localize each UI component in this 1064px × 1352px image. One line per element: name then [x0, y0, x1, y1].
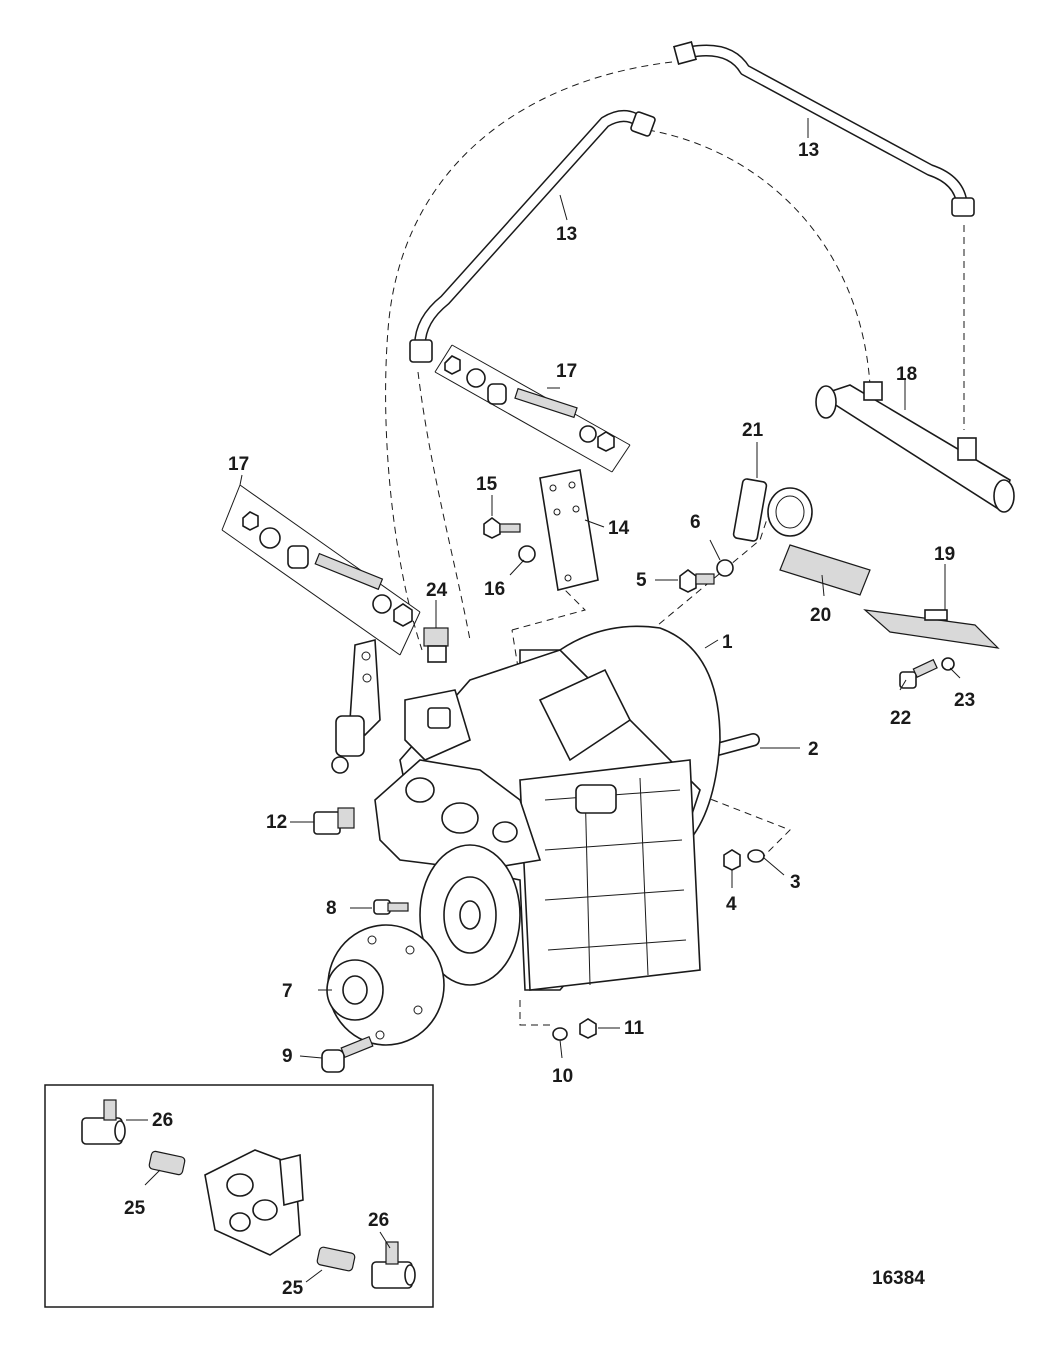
sensor-20 [779, 544, 871, 596]
callout-15: 15 [476, 474, 498, 495]
adapter-25-lower [316, 1246, 356, 1272]
nut-4 [723, 849, 741, 871]
callout-2: 2 [808, 739, 819, 760]
callout-25-upper: 25 [124, 1198, 146, 1219]
output-flange [419, 844, 521, 986]
nut-11 [579, 1018, 597, 1039]
callout-16: 16 [484, 579, 505, 600]
callout-17-lower: 17 [228, 454, 249, 475]
bolt-22 [899, 658, 938, 689]
coupler-7 [326, 924, 445, 1046]
callout-26-upper: 26 [152, 1110, 173, 1131]
bolt-9 [321, 1035, 374, 1073]
callout-6: 6 [690, 512, 701, 533]
washer-23 [941, 657, 955, 671]
callout-12: 12 [266, 812, 287, 833]
routing-lines [385, 61, 965, 1026]
callout-18: 18 [896, 364, 917, 385]
callout-labels: 1 2 3 4 5 6 7 8 9 10 11 12 13 13 14 15 1… [124, 140, 975, 1299]
figure-number: 16384 [872, 1268, 925, 1289]
washer-6 [716, 559, 734, 577]
bolt-15 [483, 517, 521, 539]
callout-17-upper: 17 [556, 361, 577, 382]
switch-24 [423, 627, 449, 663]
valve-body-inset [204, 1149, 304, 1256]
callout-24: 24 [426, 580, 448, 601]
hose-13-upper [672, 40, 975, 217]
callout-13-lower: 13 [556, 224, 577, 245]
callout-13-upper: 13 [798, 140, 819, 161]
callout-9: 9 [282, 1046, 293, 1067]
callout-4: 4 [726, 894, 737, 915]
oil-cooler-18 [815, 381, 1015, 513]
callout-23: 23 [954, 690, 975, 711]
washer-10 [552, 1027, 568, 1041]
washer-3 [747, 849, 765, 863]
sender-12 [313, 807, 355, 835]
shift-lever [331, 638, 381, 774]
hardware-set-17-lower [221, 484, 421, 656]
callout-21: 21 [742, 420, 764, 441]
callout-10: 10 [552, 1066, 573, 1087]
adapter-25-upper [148, 1150, 186, 1176]
hardware-set-17-upper [434, 344, 631, 473]
hose-13-lower [409, 110, 656, 363]
callout-8: 8 [326, 898, 337, 919]
leader-lines [126, 118, 961, 1283]
callout-5: 5 [636, 570, 647, 591]
clamp-21 [732, 478, 813, 542]
valve-body [374, 689, 542, 871]
fitting-26-lower [371, 1241, 416, 1289]
transmission-housing-1 [399, 625, 721, 991]
inset-box [44, 1084, 434, 1308]
callout-19: 19 [934, 544, 955, 565]
plate-19 [863, 609, 1000, 649]
bracket-14 [539, 469, 599, 591]
callout-11: 11 [624, 1018, 645, 1039]
callout-25-lower: 25 [282, 1278, 304, 1299]
callout-22: 22 [890, 708, 911, 729]
callout-14: 14 [608, 518, 630, 539]
fitting-26-upper [81, 1099, 126, 1145]
callout-7: 7 [282, 981, 293, 1002]
washer-16 [518, 545, 536, 563]
callout-26-lower: 26 [368, 1210, 389, 1231]
callout-20: 20 [810, 605, 831, 626]
callout-1: 1 [722, 632, 733, 653]
callout-3: 3 [790, 872, 801, 893]
bolt-5 [679, 569, 715, 593]
bolt-8 [373, 899, 409, 915]
